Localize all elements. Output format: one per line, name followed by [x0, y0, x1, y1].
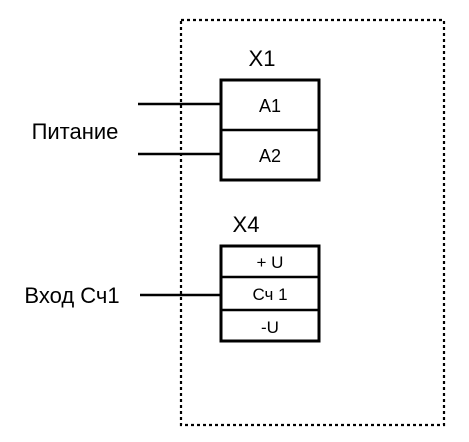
- counter-input-label: Вход Сч1: [24, 283, 119, 308]
- terminal-a2-label: A2: [259, 146, 281, 166]
- connector-x1-title: X1: [249, 46, 276, 71]
- connector-x4-block: [219, 244, 321, 343]
- power-label: Питание: [32, 119, 119, 144]
- terminal-a1-label: A1: [259, 96, 281, 116]
- terminal-sch1-label: Сч 1: [252, 285, 287, 304]
- device-enclosure: [179, 18, 446, 427]
- terminal-plus-u-label: + U: [257, 253, 284, 272]
- terminal-minus-u-label: -U: [261, 318, 279, 337]
- connector-x4-title: X4: [233, 212, 260, 237]
